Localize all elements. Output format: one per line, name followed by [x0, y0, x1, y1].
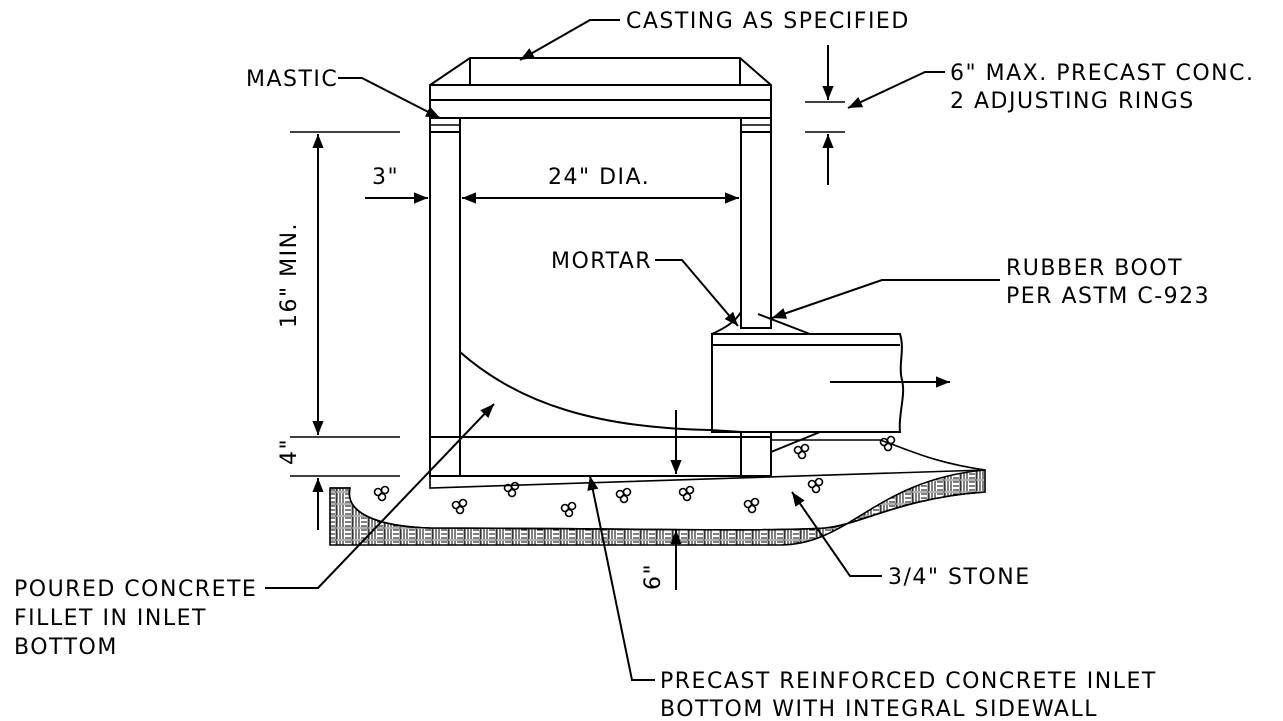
label-precast-line2: BOTTOM WITH INTEGRAL SIDEWALL	[660, 697, 1098, 721]
label-casting: CASTING AS SPECIFIED	[626, 9, 910, 34]
annotation-labels: CASTING AS SPECIFIED MASTIC 6" MAX. PREC…	[14, 9, 1254, 721]
label-fillet-line3: BOTTOM	[14, 635, 118, 660]
label-stone-depth: 6"	[641, 563, 666, 590]
label-diameter: 24" DIA.	[548, 165, 650, 190]
casting-frame	[429, 57, 772, 101]
label-adjusting-line2: 2 ADJUSTING RINGS	[950, 89, 1195, 114]
leader-lines	[265, 19, 1000, 681]
label-stone: 3/4" STONE	[888, 565, 1031, 590]
label-mortar: MORTAR	[551, 249, 652, 274]
label-min-depth: 16" MIN.	[277, 222, 302, 328]
dimensions	[290, 45, 845, 590]
label-fillet-line1: POURED CONCRETE	[14, 577, 257, 602]
label-base-thickness: 4"	[277, 438, 302, 465]
label-boot-line2: PER ASTM C-923	[1006, 284, 1210, 309]
adjusting-rings	[429, 99, 772, 133]
label-boot-line1: RUBBER BOOT	[1006, 256, 1183, 281]
label-fillet-line2: FILLET IN INLET	[14, 606, 207, 631]
label-wall-thickness: 3"	[372, 165, 399, 190]
label-adjusting-line1: 6" MAX. PRECAST CONC.	[950, 61, 1254, 86]
stone-bedding	[348, 435, 986, 531]
label-precast-line1: PRECAST REINFORCED CONCRETE INLET	[660, 669, 1157, 694]
outlet-pipe	[711, 311, 950, 453]
label-mastic: MASTIC	[246, 67, 338, 92]
